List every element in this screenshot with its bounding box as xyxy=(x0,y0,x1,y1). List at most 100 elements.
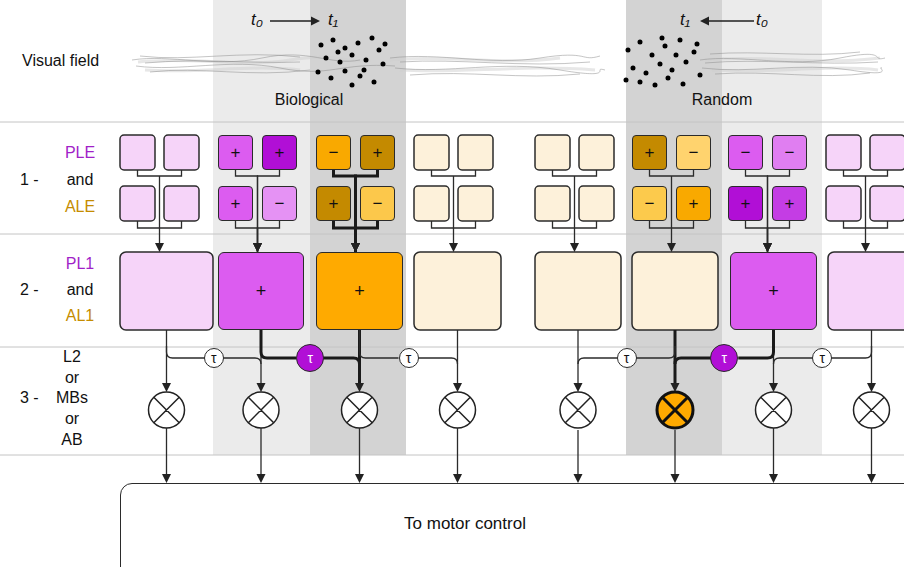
node-text: − xyxy=(741,144,751,161)
detector-box: − xyxy=(728,135,763,170)
node-text: τ xyxy=(721,351,727,365)
layer-box xyxy=(632,252,718,330)
detector-box: + xyxy=(316,186,351,221)
grass-wisps xyxy=(132,52,885,76)
node-text: τ xyxy=(406,351,412,365)
layer-box xyxy=(535,252,621,330)
layer-label: MBs xyxy=(56,389,88,407)
layer-box: + xyxy=(316,252,403,330)
detector-box xyxy=(164,186,199,221)
row-separator xyxy=(0,122,904,455)
layer-label: AL1 xyxy=(66,307,94,325)
detector-box xyxy=(120,186,155,221)
arrowhead xyxy=(155,243,870,252)
arrowhead xyxy=(162,474,876,483)
detector-box xyxy=(870,186,904,221)
row-number: 2 - xyxy=(20,281,39,299)
layer-box: + xyxy=(730,252,817,330)
connector xyxy=(258,221,280,252)
node-text: − xyxy=(785,144,795,161)
detector-box: − xyxy=(262,186,297,221)
time-label: t₀ xyxy=(251,11,263,30)
arrowhead xyxy=(162,383,876,392)
delay-circle: τ xyxy=(399,348,419,368)
condition-label: Biological xyxy=(275,91,343,109)
connector xyxy=(261,330,296,358)
detector-box xyxy=(826,186,861,221)
layer-box xyxy=(414,252,501,330)
layer-label: AB xyxy=(61,431,82,449)
layer-box: + xyxy=(218,252,304,330)
layer-box xyxy=(828,252,904,330)
delay-circle: τ xyxy=(204,348,224,368)
node-text: + xyxy=(231,144,241,161)
direct-line xyxy=(167,330,872,384)
detector-box: − xyxy=(632,186,667,221)
grass-wisps xyxy=(138,57,880,71)
detector-box: − xyxy=(316,135,351,170)
detector-box xyxy=(414,135,449,170)
detector-box: + xyxy=(360,135,395,170)
row-number: 1 - xyxy=(20,171,39,189)
layer-label: PL1 xyxy=(66,255,94,273)
multiplier-circle-active xyxy=(657,392,693,428)
detector-box xyxy=(579,186,614,221)
row-number: 3 - xyxy=(20,389,39,407)
detector-box xyxy=(535,186,570,221)
node-text: + xyxy=(785,195,795,212)
detector-box xyxy=(535,135,570,170)
node-text: − xyxy=(645,195,655,212)
dot-cluster xyxy=(626,38,700,85)
node-text: + xyxy=(768,282,779,300)
node-text: τ xyxy=(307,351,313,365)
layer-label: L2 xyxy=(63,348,81,366)
node-text: + xyxy=(275,144,285,161)
node-text: + xyxy=(329,195,339,212)
detector-box: + xyxy=(772,186,807,221)
output-line xyxy=(167,428,872,475)
multiplier-cross xyxy=(154,397,884,422)
node-text: + xyxy=(373,144,383,161)
node-text: τ xyxy=(624,351,630,365)
output-box: To motor control xyxy=(120,483,904,567)
delay-circle: τ xyxy=(617,348,637,368)
node-text: − xyxy=(689,144,699,161)
detector-box: + xyxy=(676,186,711,221)
node-text: + xyxy=(354,282,365,300)
node-text: − xyxy=(373,195,383,212)
node-text: τ xyxy=(211,351,217,365)
time-label: t₁ xyxy=(328,11,338,30)
condition-label: Random xyxy=(692,91,752,109)
connector xyxy=(738,330,773,358)
node-text: + xyxy=(645,144,655,161)
time-label: t₀ xyxy=(756,11,768,30)
detector-box: + xyxy=(218,186,253,221)
multiplier-group xyxy=(149,392,890,428)
time-arrowhead xyxy=(311,17,709,26)
layer-label: or xyxy=(65,369,79,387)
node-text: + xyxy=(256,282,267,300)
connector xyxy=(356,221,378,252)
connector xyxy=(746,221,768,252)
row-label: Visual field xyxy=(22,52,99,70)
delay-circle: τ xyxy=(812,348,832,368)
node-text: τ xyxy=(819,351,825,365)
detector-box: + xyxy=(632,135,667,170)
node-text: − xyxy=(275,195,285,212)
layer-label: ALE xyxy=(65,198,95,216)
time-label: t₁ xyxy=(680,11,690,30)
connector xyxy=(360,330,399,358)
node-text: + xyxy=(741,195,751,212)
layer-box xyxy=(120,252,213,330)
multiplier-cross xyxy=(662,397,687,422)
detector-box xyxy=(164,135,199,170)
detector-box xyxy=(458,135,493,170)
detector-box: + xyxy=(728,186,763,221)
detector-box xyxy=(458,186,493,221)
direct-line-active xyxy=(360,330,676,384)
dot-cluster xyxy=(318,38,385,85)
detector-box: + xyxy=(218,135,253,170)
detector-box xyxy=(579,135,614,170)
connector xyxy=(334,221,356,252)
